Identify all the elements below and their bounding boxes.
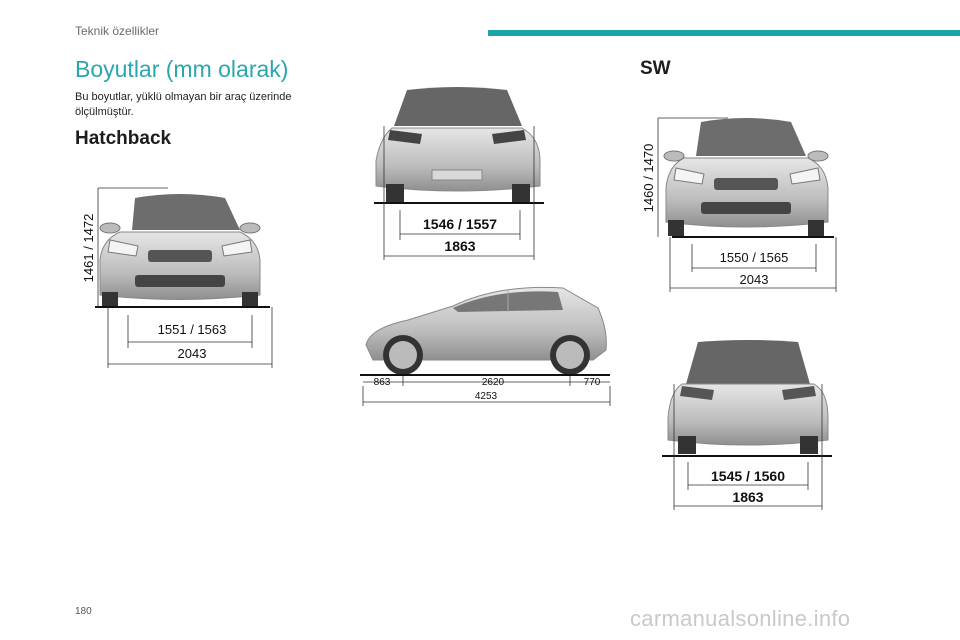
dim-length: 4253 — [475, 391, 498, 402]
dim-front-track: 1551 / 1563 — [158, 322, 227, 337]
car-side-illustration — [365, 286, 607, 375]
dim-front-height: 1461 / 1472 — [81, 214, 96, 283]
sw-dim-front-height: 1460 / 1470 — [641, 144, 656, 213]
dim-rear-width: 1863 — [444, 238, 475, 254]
intro-text: Bu boyutlar, yüklü olmayan bir araç üzer… — [75, 91, 292, 118]
sw-front-diagram: 1460 / 1470 1550 / 1565 2043 — [641, 117, 837, 292]
page-title: Boyutlar (mm olarak) — [75, 56, 289, 82]
sw-heading: SW — [640, 58, 671, 79]
hatchback-rear-diagram: 1546 / 1557 1863 — [374, 87, 544, 260]
car-front-illustration — [99, 194, 261, 306]
hatchback-front-diagram: 1461 / 1472 1551 / 1563 2043 — [81, 187, 273, 368]
car-rear-illustration — [375, 87, 541, 202]
page-number: 180 — [75, 606, 92, 617]
hatchback-side-diagram: 863 2620 770 4253 — [360, 286, 611, 406]
dim-front-width: 2043 — [178, 346, 207, 361]
sw-dim-rear-width: 1863 — [732, 489, 763, 505]
dim-rear-overhang: 770 — [584, 377, 601, 388]
sw-dim-front-width: 2043 — [740, 272, 769, 287]
watermark: carmanualsonline.info — [630, 606, 851, 631]
dim-rear-track: 1546 / 1557 — [423, 216, 497, 232]
sw-car-rear-illustration — [667, 340, 829, 454]
hatchback-heading: Hatchback — [75, 128, 172, 149]
sw-car-front-illustration — [663, 118, 829, 236]
sw-dim-rear-track: 1545 / 1560 — [711, 468, 785, 484]
dim-front-overhang: 863 — [374, 377, 391, 388]
sw-rear-diagram: 1545 / 1560 1863 — [662, 340, 832, 510]
section-label: Teknik özellikler — [75, 24, 160, 38]
sw-dim-front-track: 1550 / 1565 — [720, 250, 789, 265]
header-accent-bar — [488, 30, 960, 36]
dim-wheelbase: 2620 — [482, 377, 505, 388]
